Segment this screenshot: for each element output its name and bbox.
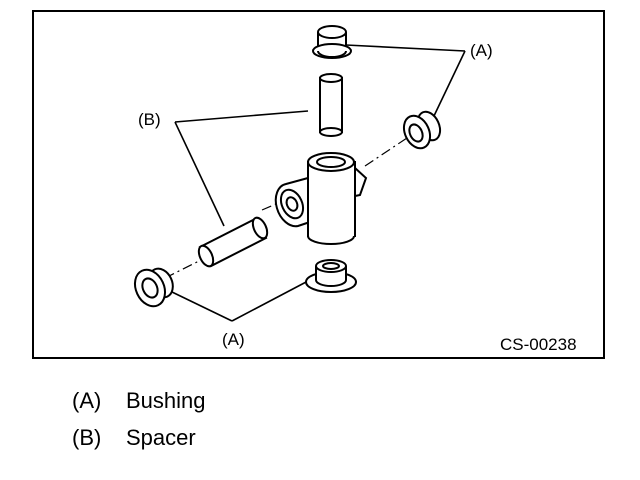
legend-key: (B): [72, 425, 102, 450]
legend-key: (A): [72, 388, 102, 413]
callout-a-bottom: (A): [222, 330, 245, 349]
callout-a-top: (A): [470, 41, 493, 60]
figure-code: CS-00238: [500, 335, 577, 354]
bushing-left: [133, 267, 174, 308]
spacer-top: [319, 73, 343, 137]
legend-label: Bushing: [126, 388, 206, 413]
bushing-top: [312, 25, 352, 59]
legend-item-spacer: (B) Spacer: [72, 425, 196, 451]
spacer-lower: [197, 216, 269, 268]
legend-item-bushing: (A) Bushing: [72, 388, 206, 414]
housing: [274, 152, 368, 245]
bushing-right: [402, 110, 442, 150]
callout-b: (B): [138, 110, 161, 129]
leader-lines: [171, 44, 466, 322]
legend-label: Spacer: [126, 425, 196, 450]
bushing-bottom: [305, 259, 357, 293]
diagram-frame: [32, 10, 605, 359]
